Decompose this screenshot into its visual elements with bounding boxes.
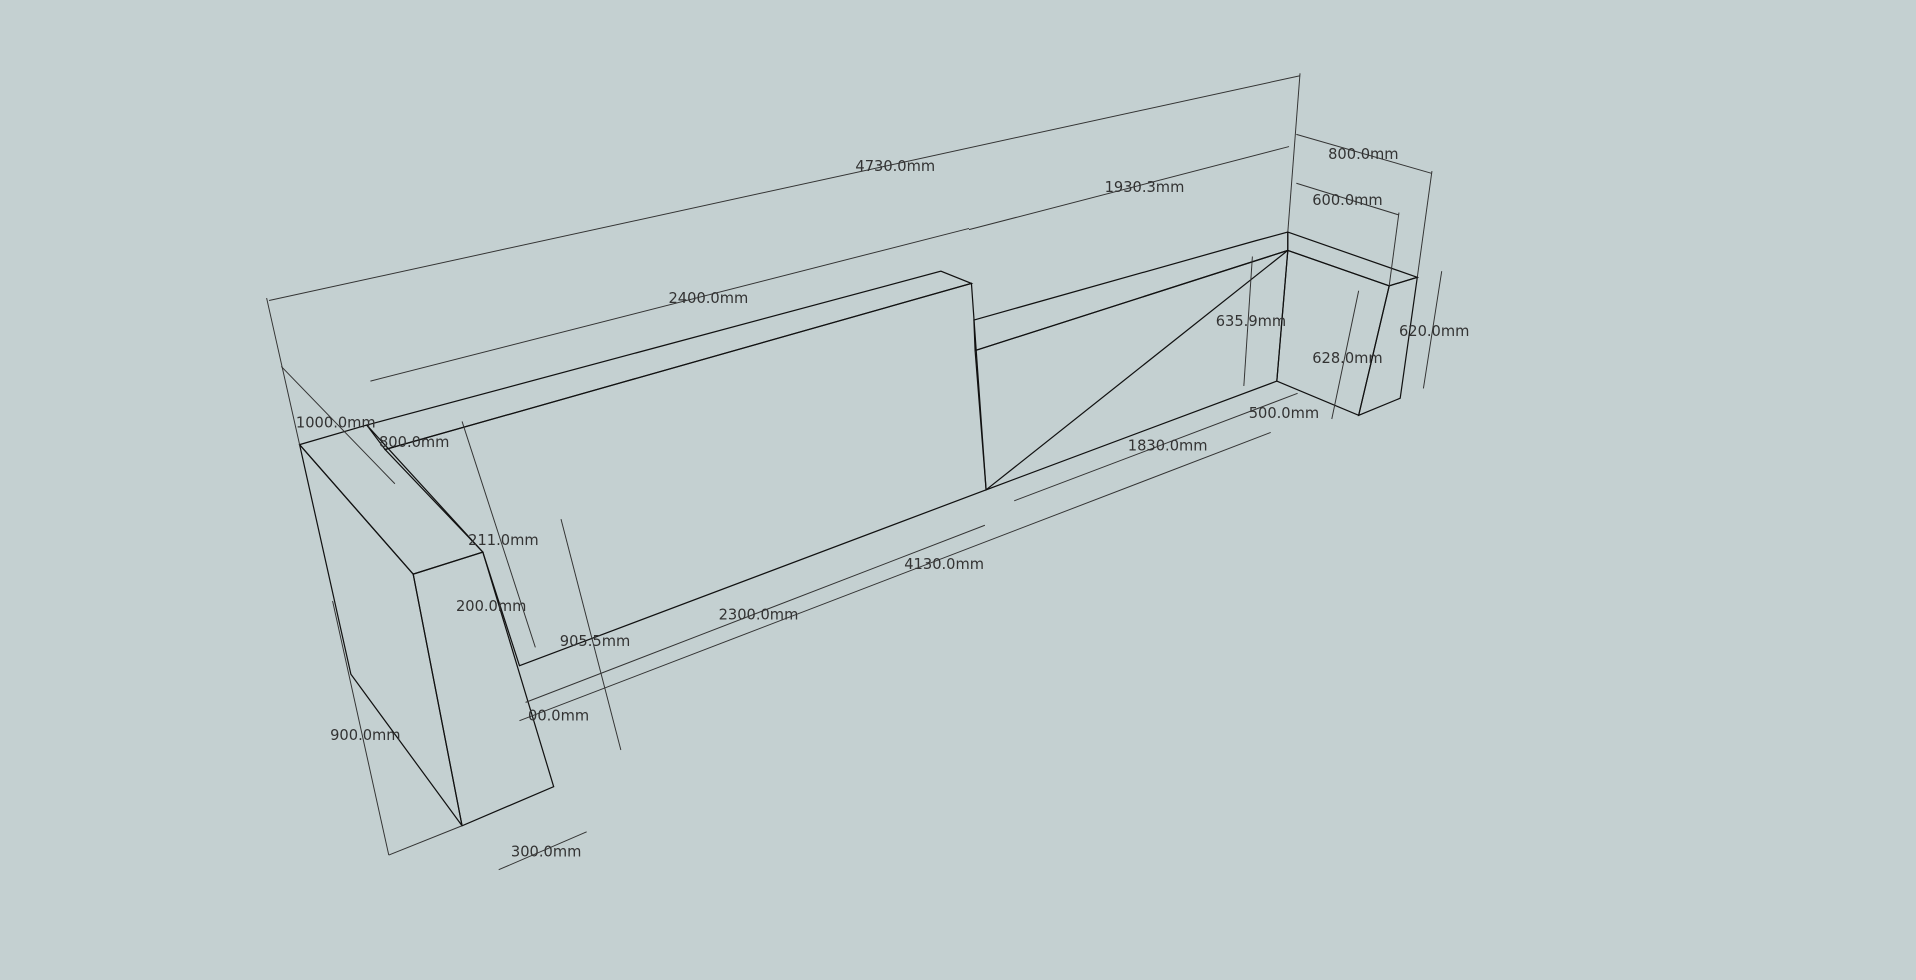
dim-label: 00.0mm [528,708,589,725]
dim-label: 1000.0mm [296,415,376,432]
dim-label: 1930.3mm [1105,179,1185,196]
dim-label: 600.0mm [1312,192,1382,209]
dim-label: 628.0mm [1312,350,1382,367]
dim-label: 4130.0mm [904,556,984,573]
dim-label: 2400.0mm [668,290,748,307]
dim-label: 300.0mm [511,843,581,860]
dim-label: 2300.0mm [719,606,799,623]
right-wall-top [973,231,1289,352]
dim-label: 635.9mm [1216,313,1286,330]
dim-label: 200.0mm [456,598,526,615]
dim-label: 905.5mm [560,633,630,650]
left-block-right-face [412,551,555,827]
dimension-lines [266,73,1443,871]
dim-label: 211.0mm [468,532,538,549]
dim-label: 4730.0mm [855,158,935,175]
dim-label: 800.0mm [379,434,449,451]
right-block-side [1357,276,1419,417]
dim-label: 900.0mm [330,727,400,744]
dimension-labels: 4730.0mm 1930.3mm 800.0mm 600.0mm 2400.0… [296,146,1469,860]
right-block-front [1276,249,1390,417]
left-block-left-face [299,444,463,827]
model-geometry [298,231,1420,827]
right-block-top [1287,231,1420,287]
dim-label: 620.0mm [1399,323,1469,340]
dim-label: 1830.0mm [1128,438,1208,455]
dim-label: 800.0mm [1328,146,1398,163]
dim-label: 500.0mm [1249,405,1319,422]
